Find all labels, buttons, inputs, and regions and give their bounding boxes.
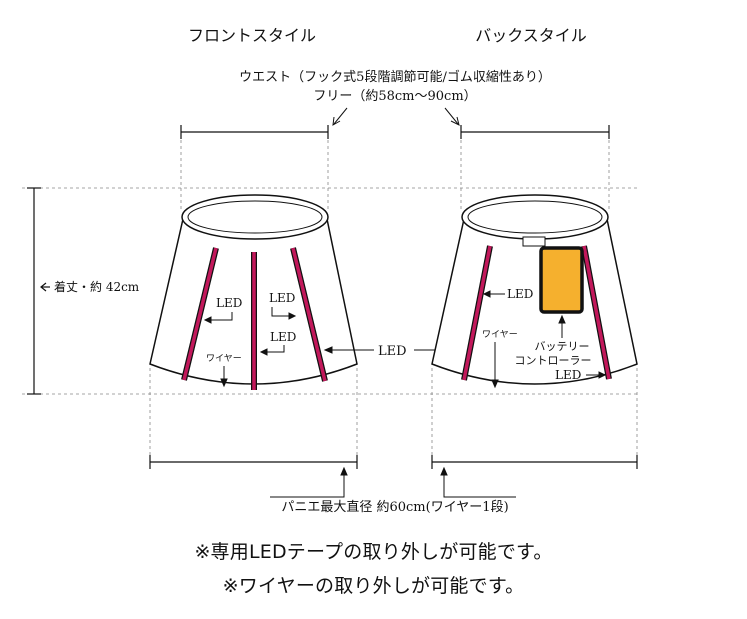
- waist-pointer-arrows: [332, 107, 460, 126]
- battery-controller: [539, 246, 584, 314]
- front-wire-arrow: [220, 366, 228, 388]
- hem-pointer-arrows: [270, 466, 516, 498]
- back-led-arrow-2: [586, 371, 607, 379]
- back-hem-dimension: [431, 455, 638, 469]
- front-waistband: [181, 194, 329, 240]
- guide-lines: [22, 140, 640, 462]
- back-led-arrow-1: [482, 290, 505, 298]
- front-led-arrow-1: [203, 312, 233, 324]
- back-waist-dimension: [460, 125, 610, 139]
- pannier-diameter-label: パニエ最大直径 約60cm(ワイヤー1段): [281, 500, 508, 515]
- back-hook-closure: [522, 236, 546, 247]
- front-led-arrow-2: [271, 307, 297, 320]
- front-hem-dimension: [149, 455, 358, 469]
- back-style-title: バックスタイル: [475, 26, 587, 45]
- battery-label-1: バッテリー: [535, 340, 590, 353]
- length-dimension: [27, 187, 50, 395]
- note-wire-removable: ※ワイヤーの取り外しが可能です。: [222, 575, 525, 597]
- front-led-label-1: LED: [216, 296, 242, 310]
- back-wire-arrow: [491, 342, 499, 389]
- back-wire-label: ワイヤー: [482, 330, 518, 340]
- front-led-label-3: LED: [270, 330, 296, 344]
- back-waistband: [461, 194, 609, 240]
- back-led-label-2: LED: [555, 368, 581, 382]
- battery-label-2: コントローラー: [515, 354, 592, 367]
- back-skirt: [431, 194, 638, 385]
- waist-label: ウエスト（フック式5段階調節可能/ゴム収縮性あり）: [239, 69, 551, 85]
- front-style-title: フロントスタイル: [188, 26, 316, 45]
- length-label: 着丈・約 42cm: [54, 279, 140, 294]
- waist-size-label: フリー（約58cm～90cm）: [313, 89, 476, 104]
- back-led-label-1: LED: [507, 287, 533, 301]
- front-led-label-2: LED: [269, 291, 295, 305]
- front-skirt: [149, 194, 358, 390]
- battery-arrow: [558, 314, 566, 338]
- front-wire-label: ワイヤー: [206, 354, 242, 364]
- front-waist-dimension: [180, 125, 329, 139]
- front-led-arrow-3: [259, 345, 285, 356]
- center-led-label: LED: [378, 344, 407, 359]
- note-led-removable: ※専用LEDテープの取り外しが可能です。: [194, 541, 553, 563]
